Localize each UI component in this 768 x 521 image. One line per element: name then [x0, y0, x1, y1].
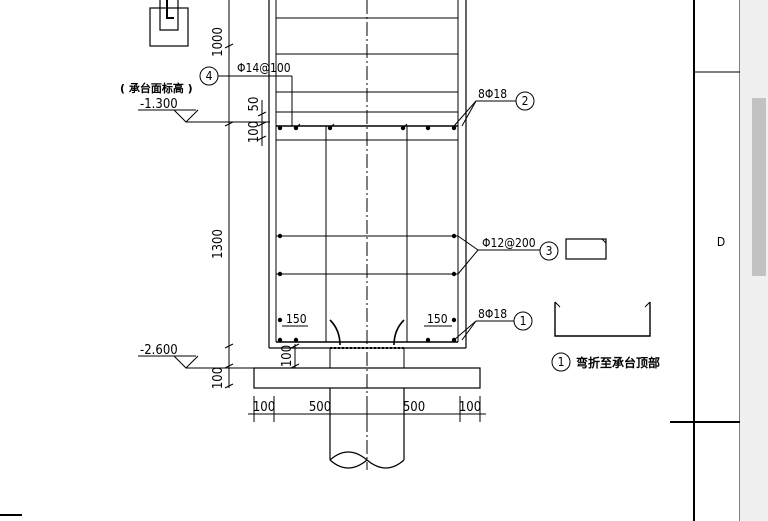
cover-left: 150: [286, 312, 307, 326]
rebar-4-number: 4: [206, 69, 213, 83]
dim-bottom-100: 100: [211, 367, 226, 389]
cushion-and-pile: [253, 348, 481, 469]
dim-span-500-left: 500: [309, 400, 331, 415]
title-block-column-label: D: [717, 235, 725, 249]
rebar-callout-3: Φ12@200 3: [457, 235, 607, 275]
legend-text: 弯折至承台顶部: [576, 355, 660, 370]
bottom-elevation: -2.600: [140, 343, 178, 358]
cover-notes: 150 150: [282, 312, 452, 327]
dim-span-100-left: 100: [253, 400, 275, 415]
dim-top-height: 1000: [211, 27, 226, 57]
rebar-2-number: 2: [522, 94, 529, 108]
dim-cap-100: 100: [247, 121, 262, 143]
bar-shape-legend: 1 弯折至承台顶部: [551, 301, 660, 372]
left-dimensions: 1000 1300 100 50 100 100: [211, 0, 300, 389]
rebar-2-spec: 8Φ18: [478, 87, 507, 101]
rebar-callout-2: 8Φ18 2: [453, 87, 535, 127]
dim-pile-embed-100: 100: [280, 345, 295, 367]
rebar-1-number: 1: [520, 314, 527, 328]
dim-cap-50: 50: [247, 97, 262, 112]
rebar-callout-4: 4 Φ14@100: [199, 61, 293, 126]
cap-top-elevation: -1.300: [140, 97, 178, 112]
cover-right: 150: [427, 312, 448, 326]
elevation-cap-top: ( 承台面标高 ) -1.300: [120, 81, 270, 123]
legend-number: 1: [558, 355, 565, 369]
rebar-callout-1: 8Φ18 1: [453, 307, 533, 341]
title-block-frame: D: [670, 0, 741, 521]
small-section-detail: [149, 0, 189, 47]
scrollbar-thumb[interactable]: [752, 98, 766, 276]
elevation-bottom: -2.600: [138, 343, 254, 369]
cap-top-note: ( 承台面标高 ): [120, 81, 193, 95]
dim-span-100-right: 100: [459, 400, 481, 415]
rebar-1-spec: 8Φ18: [478, 307, 507, 321]
rebar-3-spec: Φ12@200: [482, 236, 536, 250]
dim-span-500-right: 500: [403, 400, 425, 415]
rebar-3-number: 3: [546, 244, 553, 258]
rebar-4-spec: Φ14@100: [237, 61, 291, 75]
bottom-dimensions: 100 500 500 100: [248, 396, 486, 422]
dim-cap-height: 1300: [211, 229, 226, 259]
